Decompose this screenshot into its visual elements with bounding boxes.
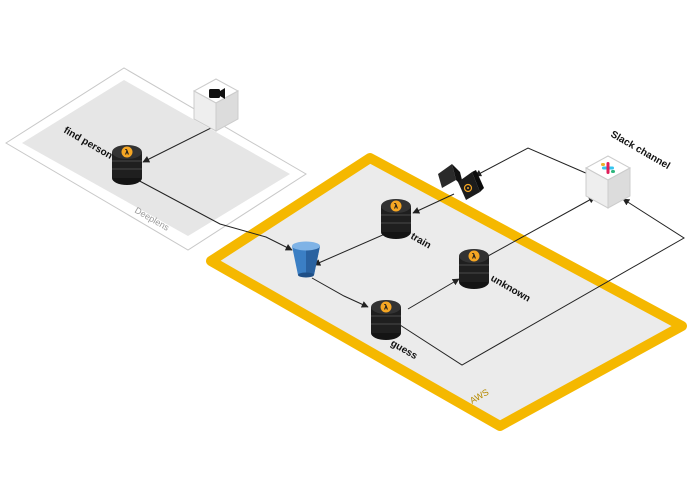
slack-icon (601, 162, 615, 174)
api-gateway-node (438, 164, 484, 200)
aws-zone: AWS (206, 153, 687, 431)
lambda-icon (111, 144, 143, 186)
lambda-icon (380, 198, 412, 240)
edge-guess-to-unknown (407, 278, 460, 310)
camera-icon (209, 88, 225, 99)
api-gateway-icon (438, 164, 484, 200)
edge-train-to-s3 (313, 233, 386, 266)
lambda-icon (458, 248, 490, 290)
edge-find-person-to-s3 (133, 177, 293, 251)
s3-node (292, 241, 320, 278)
edge-api-gateway-to-train (412, 193, 455, 214)
edge-camera-to-find-person (142, 124, 218, 163)
edge-slack-to-api-gateway (474, 147, 589, 177)
edge-unknown-to-slack (487, 196, 596, 257)
s3-bucket-icon (292, 241, 320, 278)
edge-guess-to-slack (399, 198, 685, 366)
lambda-icon (370, 299, 402, 341)
slack-node: Slack channel (584, 129, 672, 209)
edge-s3-to-guess (311, 277, 369, 308)
edges (133, 124, 685, 366)
camera-node (192, 78, 240, 132)
deeplens-zone: Deeplens (5, 67, 307, 251)
